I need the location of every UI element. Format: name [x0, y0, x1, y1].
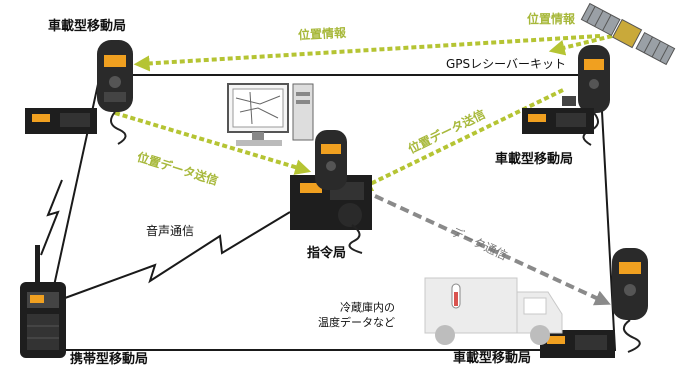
lightning-bolt-voice [64, 211, 291, 299]
label-gps-receiver-kit: GPSレシーバーキット [446, 57, 567, 71]
label-mobile-bottom-right: 車載型移動局 [453, 351, 532, 366]
label-position-info-satellite: 位置情報 [527, 12, 576, 26]
lightning-bolt-left [40, 179, 63, 256]
label-position-info-top: 位置情報 [297, 25, 347, 43]
radio-base-top-left-icon [25, 108, 97, 134]
arrow-data-communication [374, 194, 611, 306]
arrow-top-left-to-command [114, 111, 312, 175]
handheld-radio-icon [20, 245, 66, 358]
label-portable: 携帯型移動局 [70, 352, 149, 367]
satellite-icon [580, 2, 676, 66]
radio-mic-top-left-icon [97, 40, 133, 145]
truck-icon [424, 277, 563, 345]
radio-base-bottom-right-icon [540, 330, 615, 358]
computer-icon [227, 83, 314, 146]
command-station-icon [290, 130, 372, 254]
radio-mic-right-icon [578, 45, 610, 146]
radio-base-right-icon [522, 96, 594, 134]
arrow-position-to-top-left [133, 34, 601, 72]
radio-mic-bottom-right-icon [612, 248, 648, 353]
label-mobile-right: 車載型移動局 [495, 152, 574, 167]
label-temperature-data: 冷蔵庫内の 温度データなど [318, 301, 395, 329]
label-command-station: 指令局 [307, 246, 347, 261]
arrow-satellite-to-gps [548, 34, 613, 56]
label-voice-communication: 音声通信 [146, 224, 195, 238]
arrow-right-to-command [356, 88, 564, 191]
label-mobile-top-left: 車載型移動局 [48, 19, 127, 34]
